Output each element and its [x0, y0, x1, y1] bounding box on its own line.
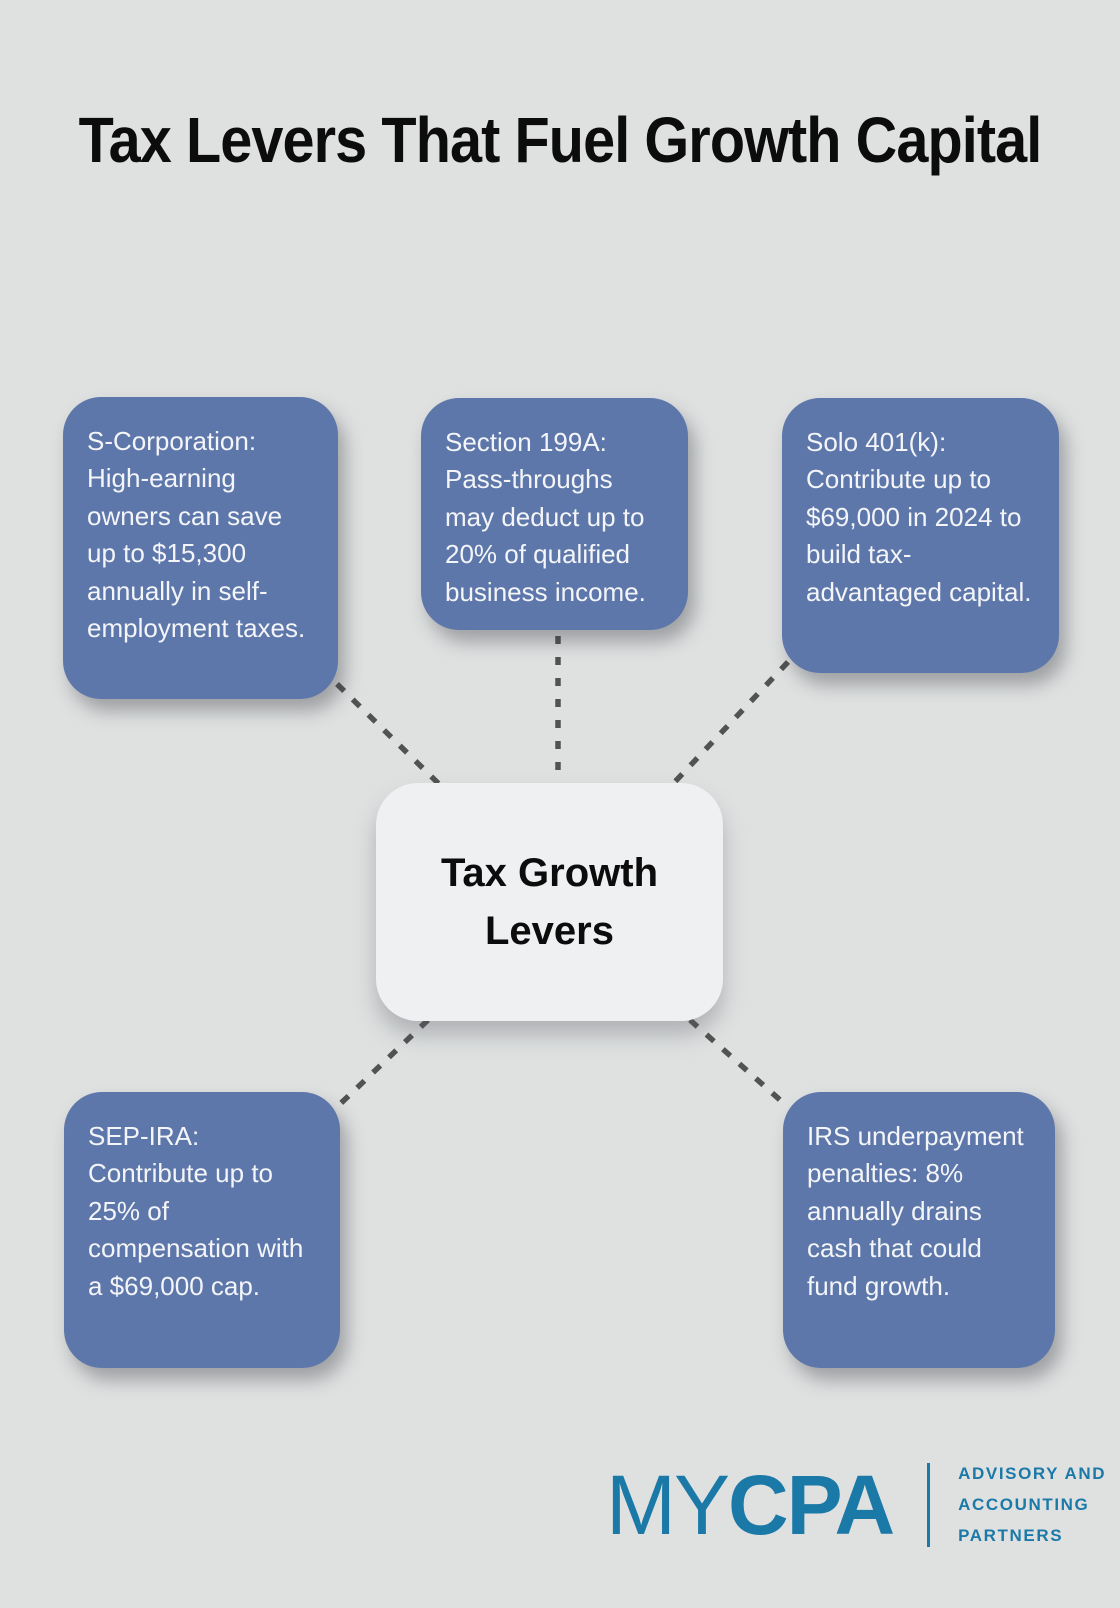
brand-wordmark: MYCPA [606, 1463, 895, 1547]
connector-s-corporation-to-center [335, 682, 443, 788]
connector-center-to-irs-penalties [688, 1017, 790, 1110]
node-s-corporation: S-Corporation: High-earning owners can s… [63, 397, 338, 699]
node-solo-401k: Solo 401(k): Contribute up to $69,000 in… [782, 398, 1059, 673]
page-title: Tax Levers That Fuel Growth Capital [78, 104, 1043, 176]
brand-tagline: ADVISORY AND ACCOUNTING PARTNERS [958, 1458, 1106, 1551]
connector-center-to-sep-ira [335, 1018, 430, 1109]
brand-tagline-line-2: ACCOUNTING [958, 1495, 1090, 1515]
node-section-199a: Section 199A: Pass-throughs may deduct u… [421, 398, 688, 630]
center-node: Tax Growth Levers [376, 783, 723, 1021]
node-s-corporation-text: S-Corporation: High-earning owners can s… [87, 426, 306, 644]
node-irs-penalties: IRS underpayment penalties: 8% annually … [783, 1092, 1055, 1368]
connector-solo-401k-to-center [668, 660, 790, 789]
brand-tagline-line-1: ADVISORY AND [958, 1464, 1107, 1483]
node-sep-ira-text: SEP-IRA: Contribute up to 25% of compens… [88, 1121, 304, 1301]
node-solo-401k-text: Solo 401(k): Contribute up to $69,000 in… [806, 427, 1032, 607]
brand-wordmark-light: MY [606, 1457, 730, 1552]
node-section-199a-text: Section 199A: Pass-throughs may deduct u… [445, 427, 646, 607]
center-node-label: Tax Growth Levers [440, 851, 659, 953]
logo-divider [927, 1462, 931, 1547]
brand-wordmark-bold: CPA [728, 1457, 895, 1552]
node-irs-penalties-text: IRS underpayment penalties: 8% annually … [807, 1121, 1024, 1301]
node-sep-ira: SEP-IRA: Contribute up to 25% of compens… [64, 1092, 340, 1368]
brand-tagline-line-3: PARTNERS [958, 1526, 1064, 1546]
brand-logo: MYCPA ADVISORY AND ACCOUNTING PARTNERS [606, 1458, 1106, 1551]
